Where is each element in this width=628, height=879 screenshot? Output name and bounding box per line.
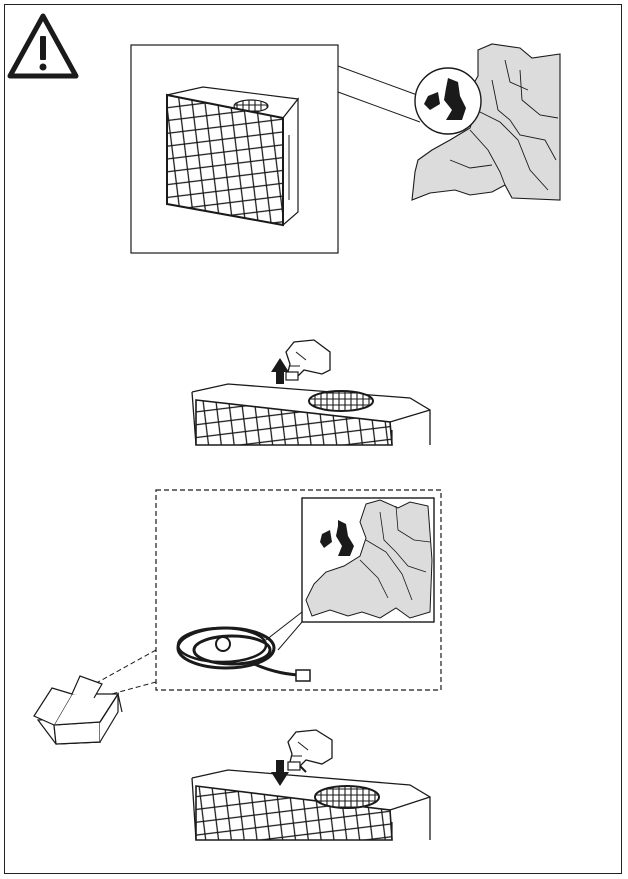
callout-lines-top <box>337 65 421 123</box>
callout-lines-bottom <box>265 611 303 651</box>
appliance-detail-frame <box>130 44 339 254</box>
europe-map-bottom <box>301 497 435 623</box>
plug-connector-icon <box>215 636 231 652</box>
plug-icon <box>295 669 311 682</box>
power-cord-illustration <box>176 626 311 682</box>
appliance-top-step-2 <box>191 729 431 841</box>
top-grille-step-1 <box>308 390 374 412</box>
hand-illustration-push <box>287 729 333 773</box>
top-grille-step-2 <box>314 785 380 809</box>
ireland-silhouette <box>424 92 440 110</box>
shipping-box-icon <box>33 675 123 745</box>
power-cord-detail-frame <box>155 489 442 691</box>
appliance-illustration <box>166 86 300 227</box>
ireland-silhouette-2 <box>320 530 332 548</box>
arrow-down-icon <box>271 760 289 786</box>
europe-map-top <box>411 43 561 201</box>
uk-silhouette-2 <box>336 520 354 556</box>
uk-silhouette <box>444 78 466 120</box>
warning-triangle-icon <box>7 13 79 79</box>
appliance-top-step-1 <box>191 339 431 446</box>
hand-illustration-lift <box>285 339 331 381</box>
arrow-up-icon <box>271 358 289 384</box>
page-frame <box>4 4 622 874</box>
